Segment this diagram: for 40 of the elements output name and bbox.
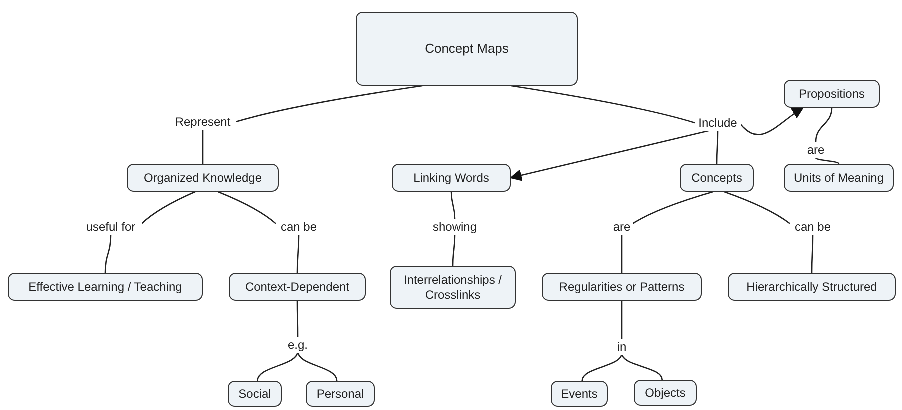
connector-line xyxy=(632,191,714,224)
concept-box: Personal xyxy=(306,381,375,407)
connector-line xyxy=(450,192,456,220)
concept-box: Hierarchically Structured xyxy=(728,273,896,301)
linking-phrase: Include xyxy=(695,115,741,131)
connector-line xyxy=(202,130,204,164)
arrow xyxy=(510,130,709,182)
connector-line xyxy=(511,85,696,124)
concept-box: Context-Dependent xyxy=(229,273,366,301)
concept-box: Propositions xyxy=(784,80,880,108)
connector-line xyxy=(297,351,338,382)
concept-box: Social xyxy=(228,381,282,407)
connector-line xyxy=(716,131,719,164)
connector-line xyxy=(142,191,196,224)
concept-box: Linking Words xyxy=(392,164,511,192)
concept-box: Units of Meaning xyxy=(784,164,894,192)
connector-line xyxy=(816,158,840,164)
concept-box: Concepts xyxy=(680,164,754,192)
connector-line xyxy=(582,353,623,382)
connector-line xyxy=(452,235,456,266)
concept-box: Events xyxy=(551,381,608,407)
connector-line xyxy=(621,235,623,273)
concept-box: Regularities or Patterns xyxy=(542,273,702,301)
connector-line xyxy=(296,301,299,337)
connector-line xyxy=(621,353,663,380)
connector-line xyxy=(621,301,623,339)
concept-box: Objects xyxy=(634,380,697,406)
connector-line xyxy=(296,235,300,273)
concept-box: Effective Learning / Teaching xyxy=(8,273,203,301)
connector-line xyxy=(724,191,790,224)
arrow xyxy=(740,107,804,136)
connector-line xyxy=(236,85,423,123)
connector-line xyxy=(104,234,112,274)
connector-line xyxy=(257,351,299,382)
connector-line xyxy=(218,191,276,224)
concept-box: Concept Maps xyxy=(356,12,578,86)
concept-box: Interrelationships / Crosslinks xyxy=(390,266,516,309)
connector-line xyxy=(815,108,833,142)
concept-box: Organized Knowledge xyxy=(127,164,279,192)
connector-line xyxy=(811,235,814,273)
